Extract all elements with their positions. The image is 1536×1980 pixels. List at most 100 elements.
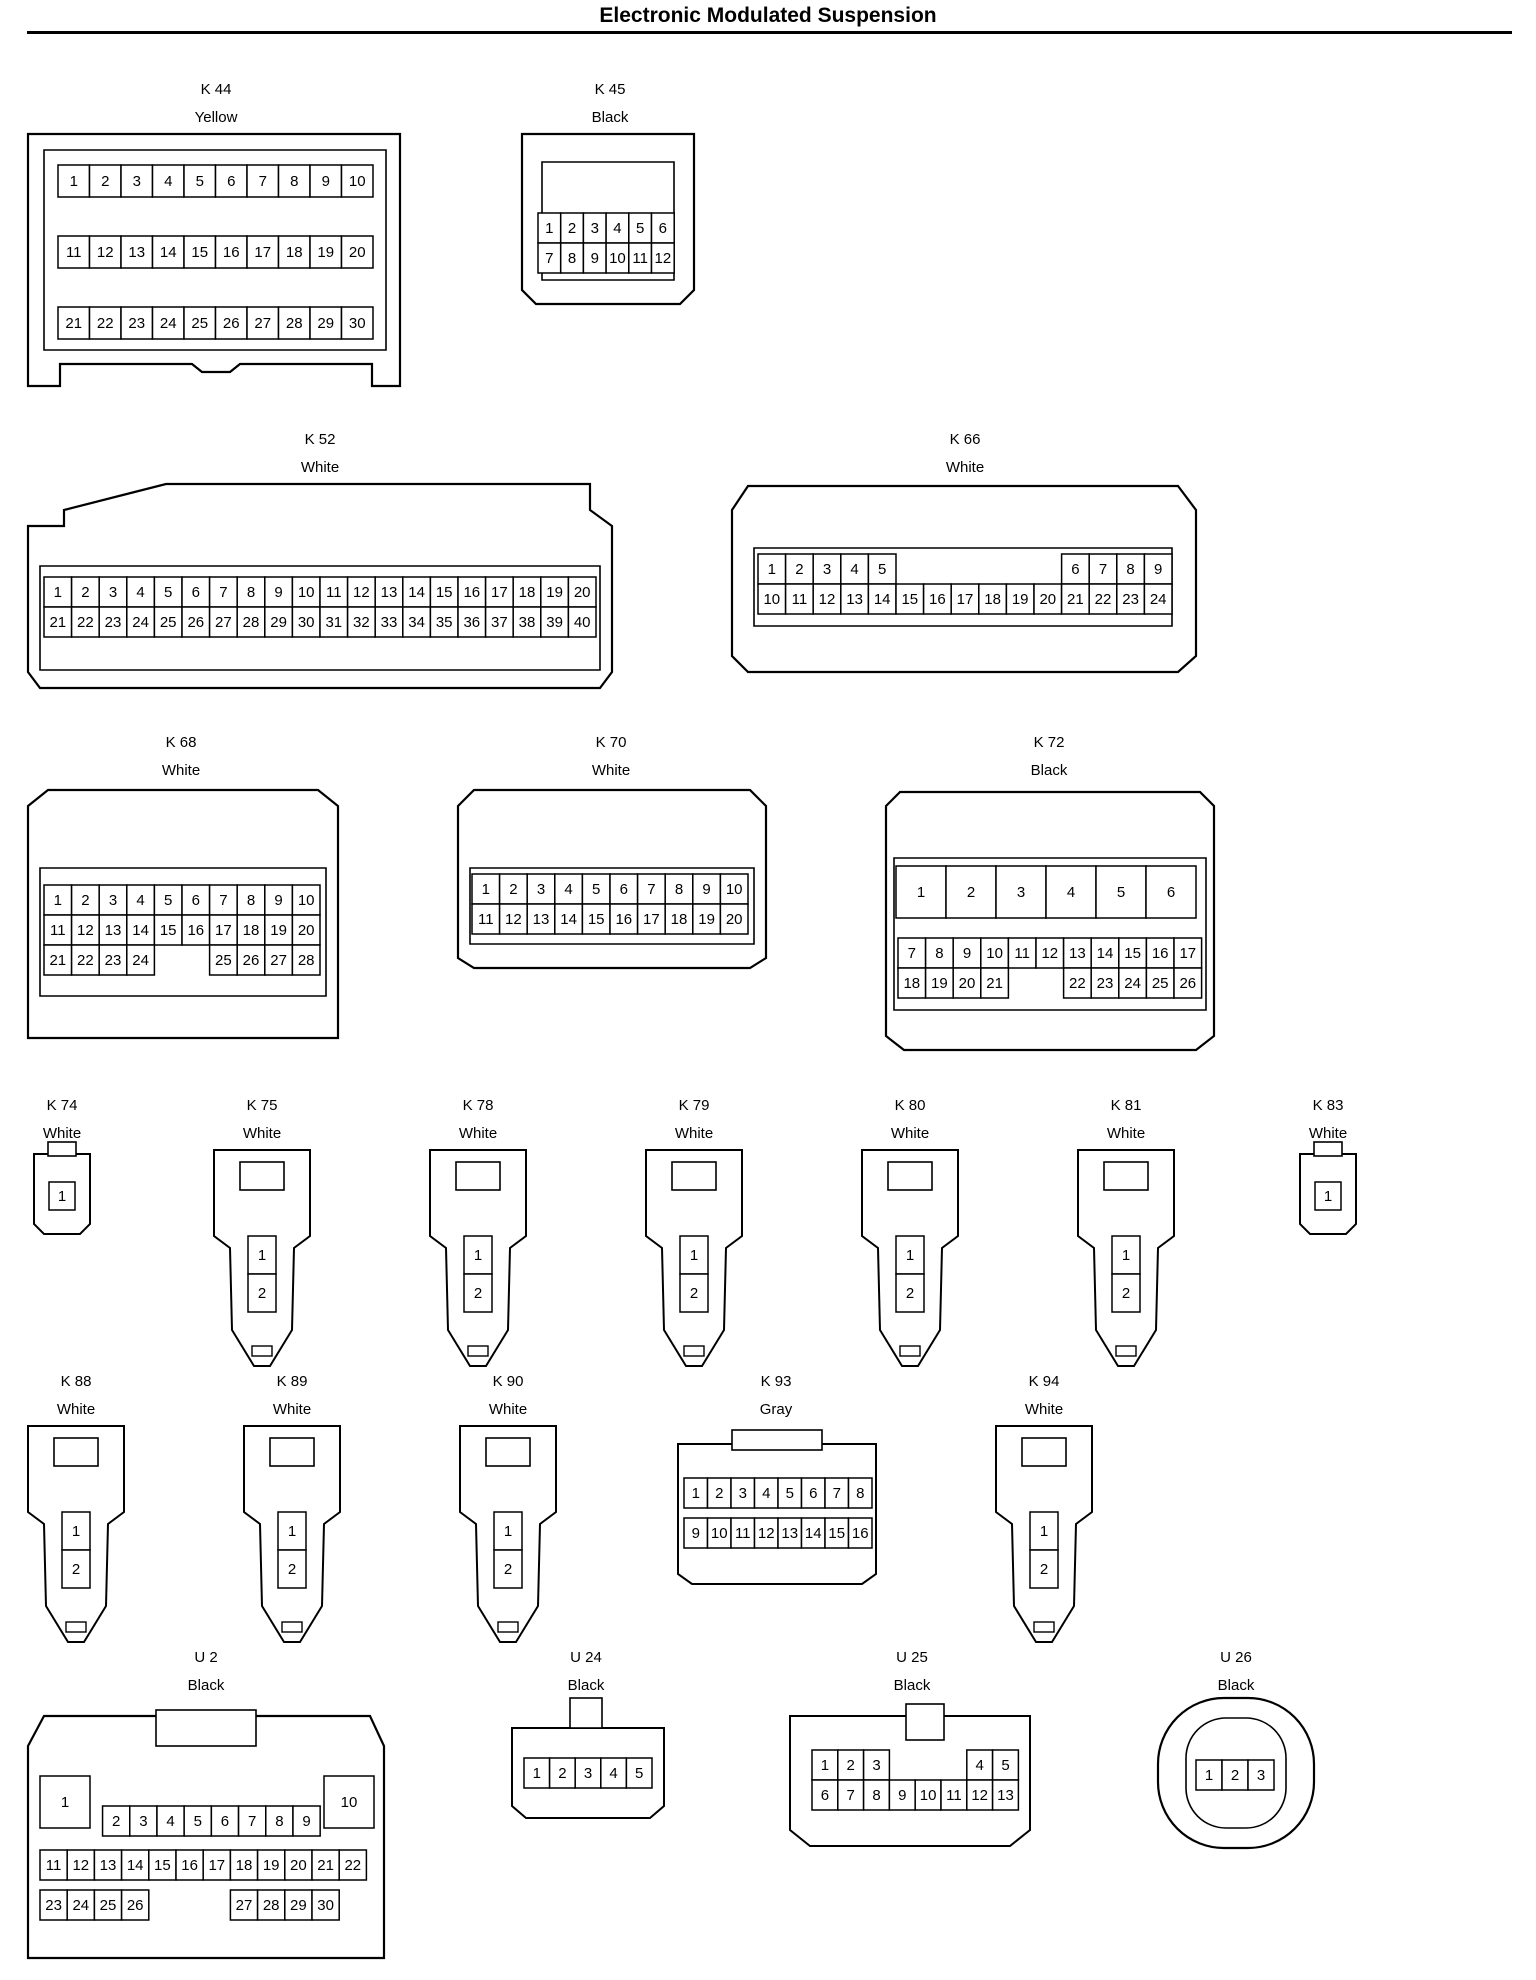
pin-k70-10-label: 10 <box>726 881 743 898</box>
pin-k68-16 <box>181 914 211 946</box>
pin-k72-25 <box>1145 967 1175 999</box>
pin-k72-20-label: 20 <box>959 975 976 992</box>
connector-color-k79: White <box>675 1125 713 1142</box>
pin-k45-2-label: 2 <box>568 220 576 237</box>
pin-k79-1-label: 1 <box>690 1247 698 1264</box>
pin-k66-10-label: 10 <box>763 591 780 608</box>
pin-k66-5 <box>867 553 897 585</box>
pin-k89-2 <box>277 1549 307 1589</box>
connector-id-k81: K 81 <box>1111 1097 1142 1114</box>
pin-u2-8-label: 8 <box>275 1813 283 1830</box>
pin-k66-21-label: 21 <box>1067 591 1084 608</box>
connector-latch <box>569 1697 603 1729</box>
pin-k72-26 <box>1173 967 1203 999</box>
pin-u2-4-label: 4 <box>166 1813 174 1830</box>
pin-u26-2-label: 2 <box>1231 1767 1239 1784</box>
pin-k52-16 <box>457 576 487 608</box>
pin-u25-4-label: 4 <box>976 1757 984 1774</box>
connector-id-k93: K 93 <box>761 1373 792 1390</box>
pin-k70-14 <box>554 903 584 935</box>
pin-u2-17-label: 17 <box>208 1857 225 1874</box>
pin-k44-2-label: 2 <box>101 173 109 190</box>
connector-id-k72: K 72 <box>1034 734 1065 751</box>
pin-k68-13 <box>98 914 128 946</box>
pin-k93-10-label: 10 <box>711 1525 728 1542</box>
pin-k45-9-label: 9 <box>591 250 599 267</box>
pin-k68-26-label: 26 <box>243 952 260 969</box>
pin-u2-27 <box>229 1889 259 1921</box>
connector-color-k68: White <box>162 762 200 779</box>
pin-u2-22 <box>338 1849 368 1881</box>
pin-u2-10 <box>323 1775 375 1829</box>
pin-k72-20 <box>952 967 982 999</box>
pin-u2-7 <box>237 1805 267 1837</box>
pin-u24-4-label: 4 <box>609 1765 617 1782</box>
connector-color-k74: White <box>43 1125 81 1142</box>
pin-k44-18 <box>277 235 311 269</box>
pin-k66-22-label: 22 <box>1095 591 1112 608</box>
pin-k72-8-label: 8 <box>935 945 943 962</box>
pin-u25-1-label: 1 <box>821 1757 829 1774</box>
pin-k68-9-label: 9 <box>274 892 282 909</box>
pin-u2-2 <box>101 1805 131 1837</box>
connector-latch <box>485 1437 531 1467</box>
pin-k68-24 <box>126 944 156 976</box>
connector-latch <box>53 1437 99 1467</box>
pin-k66-14 <box>867 583 897 615</box>
pin-k81-2 <box>1111 1273 1141 1313</box>
pin-u2-22-label: 22 <box>344 1857 361 1874</box>
connector-tab <box>1033 1621 1055 1633</box>
pin-k90-2-label: 2 <box>504 1561 512 1578</box>
pin-k52-36-label: 36 <box>463 614 480 631</box>
pin-k72-16 <box>1145 937 1175 969</box>
pin-u2-23 <box>39 1889 68 1921</box>
connector-id-k52: K 52 <box>305 431 336 448</box>
pin-k66-1 <box>757 553 787 585</box>
pin-k68-14-label: 14 <box>132 922 149 939</box>
pin-k66-12-label: 12 <box>819 591 836 608</box>
pin-u2-19-label: 19 <box>263 1857 280 1874</box>
pin-k80-2 <box>895 1273 925 1313</box>
pin-u2-28-label: 28 <box>263 1897 280 1914</box>
connector-id-k94: K 94 <box>1029 1373 1060 1390</box>
pin-k68-21-label: 21 <box>49 952 66 969</box>
pin-k90-2 <box>493 1549 523 1589</box>
pin-k89-1-label: 1 <box>288 1523 296 1540</box>
pin-k94-1 <box>1029 1511 1059 1551</box>
pin-k93-16-label: 16 <box>852 1525 869 1542</box>
connector-color-k44: Yellow <box>195 109 238 126</box>
pin-k66-1-label: 1 <box>768 561 776 578</box>
pin-k52-32-label: 32 <box>353 614 370 631</box>
connector-color-k81: White <box>1107 1125 1145 1142</box>
pin-k45-6-label: 6 <box>659 220 667 237</box>
pin-k44-7 <box>246 164 280 198</box>
pin-k72-17-label: 17 <box>1179 945 1196 962</box>
connector-tab <box>251 1345 273 1357</box>
connector-color-k70: White <box>592 762 630 779</box>
connector-tab <box>281 1621 303 1633</box>
pin-k66-17 <box>950 583 980 615</box>
pin-u26-3-label: 3 <box>1257 1767 1265 1784</box>
pin-u2-1 <box>39 1775 91 1829</box>
pin-k80-1-label: 1 <box>906 1247 914 1264</box>
pin-k68-1 <box>43 884 73 916</box>
connector-latch <box>155 1709 257 1747</box>
pin-k72-12 <box>1035 937 1065 969</box>
pin-k72-7-label: 7 <box>908 945 916 962</box>
pin-k52-13 <box>374 576 404 608</box>
pin-k72-22 <box>1062 967 1092 999</box>
pin-k68-19 <box>264 914 294 946</box>
pin-u25-9 <box>888 1779 916 1811</box>
pin-k52-6-label: 6 <box>192 584 200 601</box>
connector-color-u25: Black <box>894 1677 931 1694</box>
pin-k44-12-label: 12 <box>97 244 114 261</box>
pin-k70-14-label: 14 <box>560 911 577 928</box>
pin-k66-7 <box>1088 553 1118 585</box>
pin-k70-18 <box>664 903 694 935</box>
pin-k66-13-label: 13 <box>846 591 863 608</box>
pin-k93-8-label: 8 <box>856 1485 864 1502</box>
pin-k45-10-label: 10 <box>609 250 626 267</box>
